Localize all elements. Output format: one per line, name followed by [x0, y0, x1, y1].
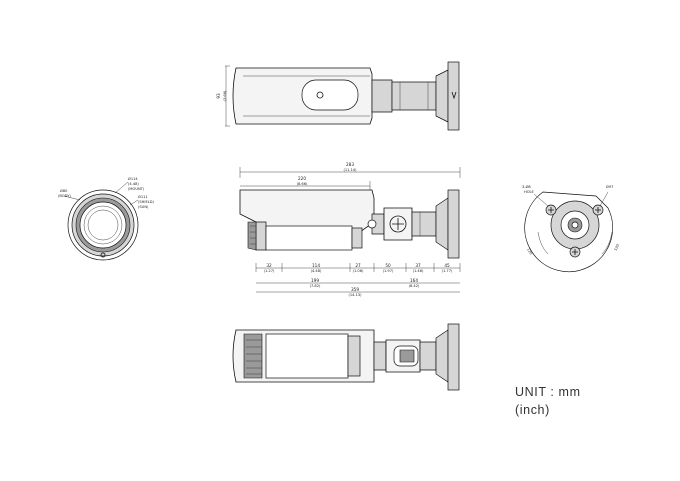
- front-shield-mm: Ø111: [138, 194, 148, 199]
- front-mm: 199: [311, 278, 319, 283]
- seg1-mm: 32: [266, 263, 272, 268]
- top-view: 93 (3.66): [216, 61, 460, 131]
- body-mm: 220: [298, 176, 306, 181]
- seg5-mm: 37: [415, 263, 421, 268]
- seg6-in: (1.77): [442, 269, 453, 273]
- overall-mm: 283: [346, 162, 354, 167]
- front-mount-in: (4.48): [128, 182, 139, 186]
- seg3-mm: 27: [355, 263, 361, 268]
- seg4-mm: 50: [385, 263, 391, 268]
- seg2-in: (4.48): [311, 269, 322, 273]
- front-body-mm: Ø80: [60, 188, 68, 193]
- seg6-mm: 45: [444, 263, 450, 268]
- mount-hole-label: HOLE: [524, 190, 535, 194]
- seg1-in: (1.27): [264, 269, 275, 273]
- bracket-in: (6.42): [409, 284, 420, 288]
- seg2-mm: 114: [312, 263, 320, 268]
- unit-line1: UNIT : mm: [515, 385, 581, 399]
- seg3-in: (1.06): [353, 269, 364, 273]
- seg5-in: (1.46): [413, 269, 424, 273]
- front-view: Ø80 (BODY) Ø114 (4.48) (MOUNT) Ø111 (SHI…: [58, 176, 154, 261]
- seg4-in: (1.97): [383, 269, 394, 273]
- side-view: 283 (11.14) 220 (8.66): [239, 162, 461, 297]
- unit-line2: (inch): [515, 403, 550, 417]
- top-height-in: (3.66): [223, 90, 227, 101]
- unit-note: UNIT : mm (inch): [515, 385, 581, 417]
- bracket-mm: 164: [410, 278, 418, 283]
- front-mount-label: (MOUNT): [128, 187, 145, 191]
- mount-angle-right: 120: [613, 243, 620, 252]
- mount-angle-left: 120: [526, 248, 533, 257]
- front-mount-mm: Ø114: [128, 176, 138, 181]
- total-in: (14.13): [348, 293, 362, 297]
- mount-pcd-mm: Ø97: [606, 184, 613, 189]
- top-height-mm: 93: [216, 93, 221, 99]
- front-body-in: (BODY): [58, 194, 71, 198]
- front-shield-in: (SHIELD): [138, 200, 154, 204]
- mount-hole-mm: 3-Ø8: [522, 184, 531, 189]
- mount-view: 3-Ø8 HOLE Ø97 120 120: [522, 184, 621, 273]
- body-in: (8.66): [297, 182, 308, 186]
- front-shield-label: (SUN): [138, 205, 149, 209]
- total-mm: 359: [351, 287, 359, 292]
- front-in: (7.82): [310, 284, 321, 288]
- bottom-view: [232, 323, 460, 391]
- overall-in: (11.14): [343, 168, 357, 172]
